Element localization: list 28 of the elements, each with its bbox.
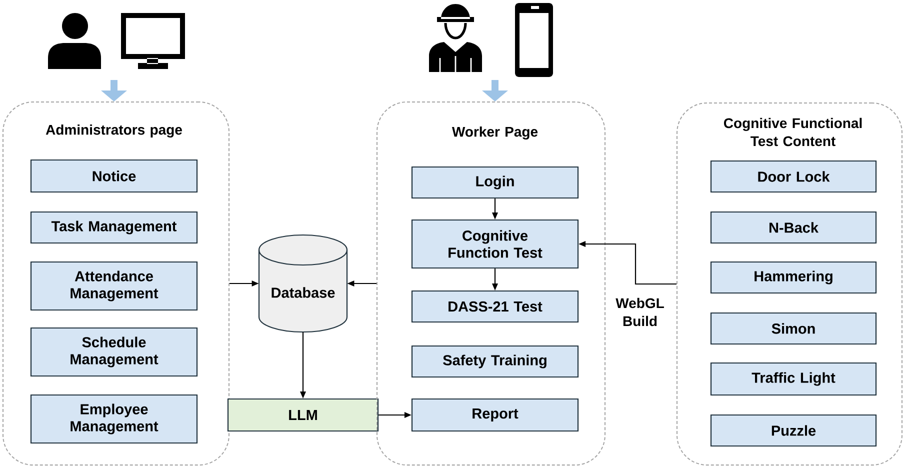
process-box: Attendance Management xyxy=(30,261,198,311)
arrow xyxy=(230,280,259,286)
process-box: Door Lock xyxy=(710,160,877,193)
process-box: Login xyxy=(411,166,579,199)
process-box: Notice xyxy=(30,159,198,193)
process-box: Task Management xyxy=(30,211,198,244)
process-box: Schedule Management xyxy=(30,327,198,377)
process-box: N-Back xyxy=(710,211,877,244)
process-box: Cognitive Function Test xyxy=(411,219,579,269)
block-arrow xyxy=(482,80,508,102)
arrow xyxy=(492,198,498,220)
process-box: Hammering xyxy=(710,261,877,294)
arrow xyxy=(300,332,306,398)
arrow xyxy=(347,280,376,286)
arrow xyxy=(492,268,498,290)
process-box: Puzzle xyxy=(710,414,877,447)
arrow xyxy=(378,412,412,418)
process-box: Traffic Light xyxy=(710,362,877,396)
process-box: Simon xyxy=(710,312,877,345)
database-cylinder: Database xyxy=(258,234,348,333)
block-arrow xyxy=(101,80,127,102)
process-box: Employee Management xyxy=(30,394,198,444)
process-box: LLM xyxy=(227,398,379,432)
process-box: Safety Training xyxy=(411,345,579,378)
edge-label: WebGL Build xyxy=(611,296,669,328)
process-box: DASS-21 Test xyxy=(411,290,579,323)
arrow xyxy=(578,241,676,285)
process-box: Report xyxy=(411,398,579,432)
